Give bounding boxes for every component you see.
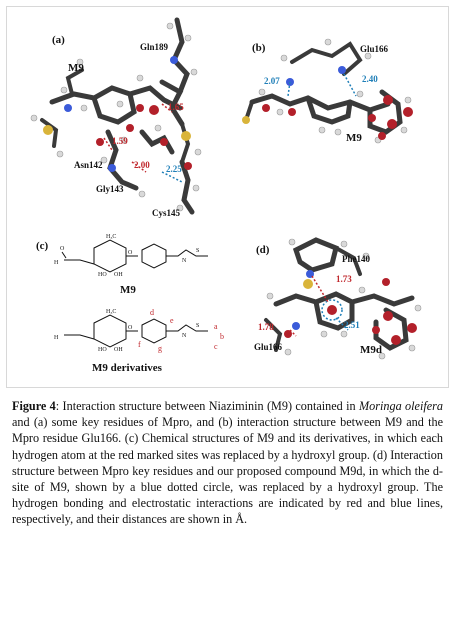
panel-d-distance-1: 1.73: [336, 274, 352, 284]
svg-text:OH: OH: [114, 272, 123, 278]
panel-a-label: (a): [52, 34, 65, 46]
caption-figure-label: Figure 4: [12, 399, 56, 413]
panel-a-distance-3: 2.00: [134, 160, 150, 170]
svg-text:N: N: [182, 258, 187, 264]
svg-text:S: S: [196, 323, 199, 329]
svg-text:H₃C: H₃C: [106, 309, 116, 315]
panel-d-molecule-label: M9d: [360, 344, 382, 356]
panel-a: (a) M9 Gln189 Asn142 Gly143 Cys145 1.65 …: [12, 12, 227, 227]
panel-d: (d) Phe140 1.73 1.78 2.51 Glu166 M9d: [236, 230, 444, 385]
svg-text:HO: HO: [98, 272, 107, 278]
panel-c-site-g: g: [158, 344, 162, 353]
panel-b-molecule-label: M9: [346, 132, 362, 144]
svg-text:O: O: [60, 246, 65, 252]
panel-b-distance-2: 2.40: [362, 74, 378, 84]
panel-d-distance-3: 2.51: [344, 320, 360, 330]
caption-text-1: : Interaction structure between Niazimin…: [55, 399, 360, 413]
panel-c-site-e: e: [170, 316, 174, 325]
panel-b-distance-1: 2.07: [264, 76, 280, 86]
panel-c-site-d: d: [150, 308, 154, 317]
svg-text:O: O: [128, 250, 133, 256]
svg-text:OH: OH: [114, 347, 123, 353]
panel-b-label: (b): [252, 42, 266, 54]
panel-a-molecule-label: M9: [68, 62, 84, 74]
svg-text:H: H: [54, 335, 59, 341]
panel-a-distance-4: 2.25: [166, 164, 182, 174]
svg-text:N: N: [182, 333, 187, 339]
panel-c-site-f: f: [138, 340, 141, 349]
caption-species: Moringa oleifera: [359, 399, 443, 413]
caption-text-2: and (a) some key residues of Mpro, and (…: [12, 415, 443, 527]
panel-b-molecule-render: [242, 38, 413, 144]
panel-d-residue-glu166: Glu166: [254, 342, 283, 352]
svg-text:HO: HO: [98, 347, 107, 353]
svg-text:H: H: [54, 260, 59, 266]
panel-a-molecule-render: [30, 17, 202, 215]
panel-b: (b) Glu166 2.07 2.40 M9: [232, 12, 442, 162]
panel-c-site-c: c: [214, 342, 218, 351]
panel-c-label: (c): [36, 240, 49, 252]
panel-a-residue-gly143: Gly143: [96, 184, 124, 194]
svg-text:O: O: [128, 325, 133, 331]
panel-d-molecule-render: [264, 237, 422, 360]
panel-c-site-a: a: [214, 322, 218, 331]
panel-d-residue-phe140: Phe140: [342, 254, 370, 264]
panel-c-molecule-bottom: M9 derivatives: [92, 362, 162, 374]
svg-text:H₃C: H₃C: [106, 234, 116, 240]
panel-a-distance-1: 1.65: [168, 102, 184, 112]
panel-d-label: (d): [256, 244, 270, 256]
panel-a-distance-2: 1.59: [112, 136, 128, 146]
panel-d-distance-2: 1.78: [258, 322, 274, 332]
panel-c-site-b: b: [220, 332, 224, 341]
panel-b-residue-glu166: Glu166: [360, 44, 389, 54]
figure-caption: Figure 4: Interaction structure between …: [12, 398, 443, 528]
panel-c-molecule-top: M9: [120, 284, 136, 296]
panel-a-residue-asn142: Asn142: [74, 160, 103, 170]
svg-text:S: S: [196, 248, 199, 254]
panel-a-residue-gln189: Gln189: [140, 42, 169, 52]
panel-a-residue-cys145: Cys145: [152, 208, 181, 218]
